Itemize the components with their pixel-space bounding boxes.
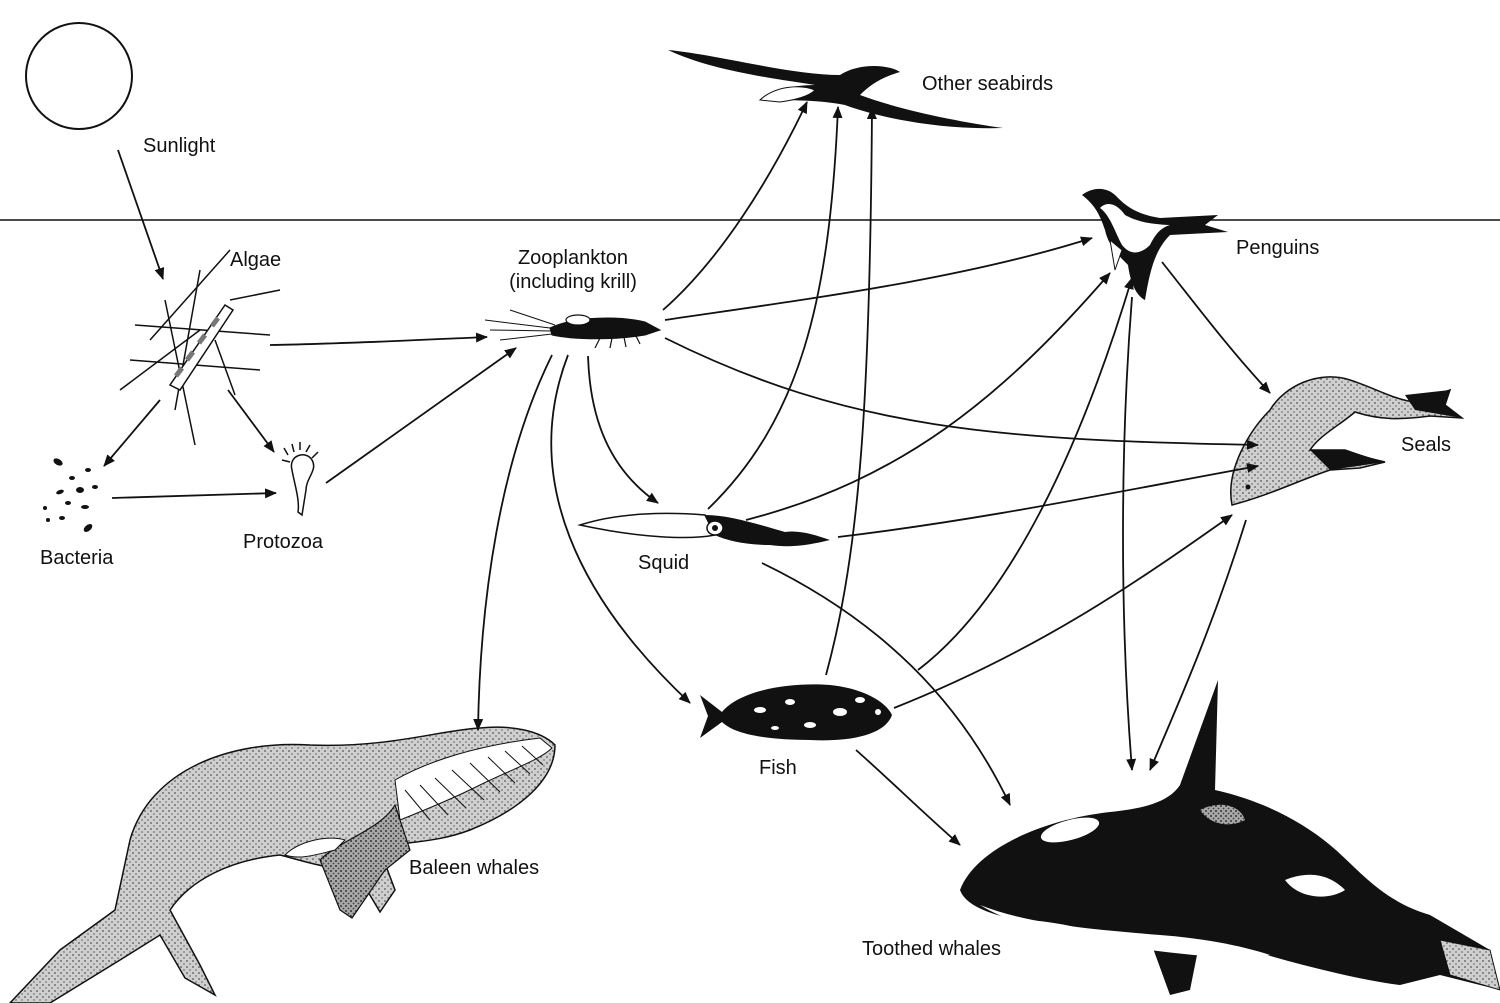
arrow-squid-orca — [762, 563, 1010, 805]
arrow-penguins-orca — [1123, 297, 1132, 770]
arrow-algae-zooplankton — [270, 337, 487, 345]
label-baleen-whales: Baleen whales — [409, 856, 539, 880]
arrow-sunlight-algae — [118, 150, 163, 279]
label-seals: Seals — [1401, 433, 1451, 457]
arrow-algae-bacteria — [104, 400, 160, 466]
arrow-zoo-squid — [588, 356, 658, 503]
label-bacteria: Bacteria — [40, 546, 113, 570]
arrow-fish-seals — [894, 515, 1232, 708]
krill-icon — [485, 310, 660, 348]
bacteria-icon — [43, 457, 98, 534]
arrow-bacteria-protozoa — [112, 493, 276, 498]
label-zooplankton-line2: (including krill) — [493, 270, 653, 294]
arrow-protozoa-zooplankton — [326, 348, 516, 483]
arrow-algae-protozoa — [228, 390, 274, 452]
fish-icon — [700, 684, 892, 740]
squid-icon — [580, 513, 830, 546]
arrow-zoo-seals — [665, 338, 1258, 445]
protozoa-icon — [282, 442, 318, 515]
label-toothed-whales: Toothed whales — [862, 937, 1001, 961]
sun-icon — [26, 23, 132, 129]
orca-icon — [960, 680, 1500, 995]
arrow-fish-orca — [856, 750, 960, 845]
arrow-fish-penguins — [918, 278, 1132, 670]
label-sunlight: Sunlight — [143, 134, 215, 158]
arrow-zoo-seabirds — [663, 102, 807, 310]
label-squid: Squid — [638, 551, 689, 575]
arrow-squid-seals — [838, 466, 1258, 537]
arrow-zoo-baleen — [478, 355, 552, 730]
label-penguins: Penguins — [1236, 236, 1319, 260]
label-zooplankton: Zooplankton (including krill) — [493, 246, 653, 294]
arrow-group — [104, 102, 1270, 845]
label-protozoa: Protozoa — [243, 530, 323, 554]
penguin-icon — [1082, 189, 1228, 300]
label-fish: Fish — [759, 756, 797, 780]
arrow-seals-orca — [1150, 520, 1246, 770]
label-other-seabirds: Other seabirds — [922, 72, 1053, 96]
algae-icon — [120, 250, 280, 445]
arrow-penguins-seals — [1162, 262, 1270, 393]
label-algae: Algae — [230, 248, 281, 272]
arrow-zoo-penguins — [665, 238, 1092, 320]
label-zooplankton-line1: Zooplankton — [493, 246, 653, 270]
